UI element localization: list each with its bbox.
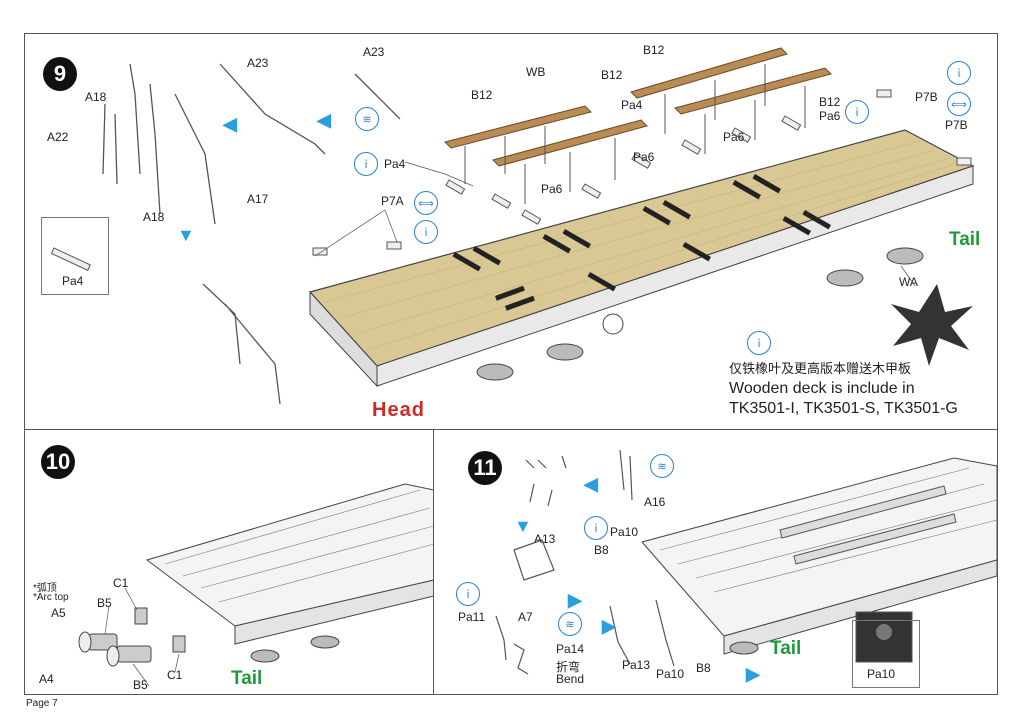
info-icon: ⅰ (845, 100, 869, 124)
glue-icon: ≋ (355, 107, 379, 131)
direction-arrow-icon: ▶ (568, 590, 582, 610)
part-label-p7a: P7A (381, 194, 404, 208)
direction-arrow-icon: ▼ (177, 225, 195, 245)
part-label-a23: A23 (363, 45, 385, 59)
part-label-b8: B8 (594, 543, 609, 557)
mirror-icon: ⟺ (947, 92, 971, 116)
part-label-pa6: Pa6 (633, 150, 655, 164)
step9-drawing (102, 47, 975, 405)
part-label-pa14: Pa14 (556, 642, 585, 656)
part-label-pa6: Pa6 (819, 109, 841, 123)
step10-drawing (78, 483, 434, 687)
part-label-a7: A7 (518, 610, 533, 624)
step-number-badge: 10 (41, 445, 75, 479)
part-label-wb: WB (526, 65, 546, 79)
glue-icon: ≋ (558, 612, 582, 636)
head-label: Head (372, 399, 425, 421)
inset-label-pa4: Pa4 (62, 274, 84, 288)
part-label-p7b: P7B (915, 90, 938, 104)
part-label-a23: A23 (247, 56, 269, 70)
part-label-pa13: Pa13 (622, 658, 651, 672)
note-english-line2: TK3501-I, TK3501-S, TK3501-G (729, 400, 958, 417)
note-chinese: 仅铁橡叶及更高版本赠送木甲板 (729, 361, 912, 376)
part-label-pa10: Pa10 (656, 667, 685, 681)
part-label-pa11: Pa11 (458, 610, 486, 624)
part-label-a4: A4 (39, 672, 54, 686)
direction-arrow-icon: ◀ (223, 114, 237, 134)
part-label-a18: A18 (85, 90, 107, 104)
part-label-a18: A18 (143, 210, 165, 224)
part-label-p7b: P7B (945, 118, 968, 132)
info-icon: ⅰ (414, 220, 438, 244)
direction-arrow-icon: ▼ (514, 516, 532, 536)
info-icon: ⅰ (584, 516, 608, 540)
info-icon: ⅰ (947, 61, 971, 85)
page-number: Page 7 (26, 698, 58, 709)
info-icon: ⅰ (456, 582, 480, 606)
part-label-b5: B5 (133, 678, 148, 692)
direction-arrow-icon: ▶ (602, 616, 616, 636)
wooden-deck-note: 仅铁橡叶及更高版本赠送木甲板 Wooden deck is include in… (729, 359, 958, 419)
part-label-pa4: Pa4 (384, 157, 406, 171)
direction-arrow-icon: ◀ (317, 110, 331, 130)
step11-panel: 11 A16 A13 Pa10 B8 Pa11 A7 Pa14 折弯 Bend … (433, 429, 998, 695)
part-label-pa6: Pa6 (541, 182, 563, 196)
arc-top-label-cn: *弧顶 (33, 583, 57, 594)
part-label-b5: B5 (97, 596, 112, 610)
step-number-badge: 11 (468, 451, 502, 485)
part-label-b12: B12 (643, 43, 665, 57)
inset-pa10: Pa10 (852, 620, 920, 688)
step-number-badge: 9 (43, 57, 77, 91)
tail-label: Tail (770, 638, 802, 659)
part-label-b8: B8 (696, 661, 711, 675)
part-label-a16: A16 (644, 495, 666, 509)
part-label-pa4: Pa4 (621, 98, 643, 112)
part-label-a13: A13 (534, 532, 556, 546)
part-label-c1: C1 (113, 576, 129, 590)
part-label-a22: A22 (47, 130, 69, 144)
arc-top-label-en: *Arc top (33, 592, 69, 603)
note-english-line1: Wooden deck is include in (729, 380, 915, 397)
direction-arrow-icon: ▶ (746, 664, 760, 684)
part-label-b12: B12 (471, 88, 493, 102)
part-label-c1: C1 (167, 668, 183, 682)
part-label-b12: B12 (819, 95, 841, 109)
tail-label: Tail (949, 229, 981, 250)
tail-label: Tail (231, 668, 263, 689)
step10-panel: 10 *弧顶 *Arc top A5 B5 C1 A4 B5 C1 Tail (24, 429, 435, 695)
direction-arrow-icon: ◀ (584, 474, 598, 494)
part-label-pa10: Pa10 (610, 525, 639, 539)
inset-label-pa10: Pa10 (865, 667, 898, 681)
part-label-b12: B12 (601, 68, 623, 82)
bend-label-cn: 折弯 (556, 660, 581, 674)
bend-label-en: Bend (556, 672, 585, 686)
part-label-wa: WA (899, 275, 918, 289)
step11-drawing (495, 449, 997, 675)
part-label-pa6: Pa6 (723, 130, 745, 144)
info-icon: ⅰ (747, 331, 771, 355)
part-label-a5: A5 (51, 606, 66, 620)
glue-icon: ≋ (650, 454, 674, 478)
step9-panel: 9 A18 A22 A18 A17 A23 A23 WB B12 B12 B12… (24, 33, 998, 431)
info-icon: ⅰ (354, 152, 378, 176)
inset-pa4: Pa4 (41, 217, 109, 295)
part-label-a17: A17 (247, 192, 269, 206)
mirror-icon: ⟺ (414, 191, 438, 215)
